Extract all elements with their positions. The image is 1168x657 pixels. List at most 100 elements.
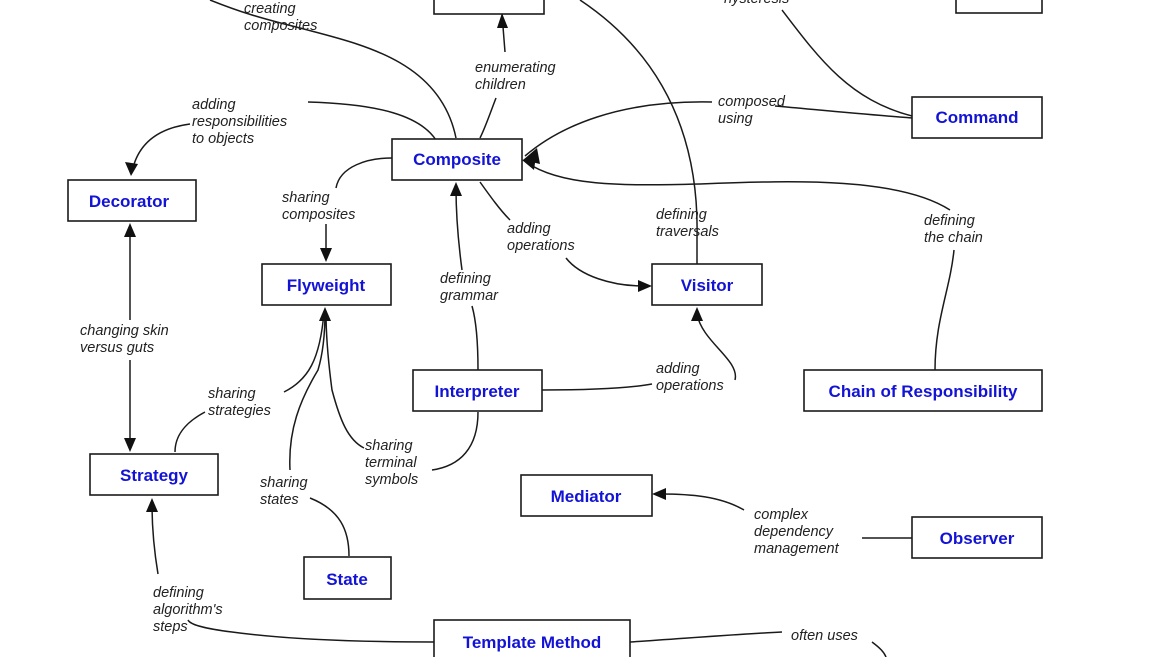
label-line: creating bbox=[244, 1, 296, 17]
label-line: defining bbox=[924, 213, 975, 229]
label-line: operations bbox=[507, 238, 575, 254]
label-line: adding bbox=[507, 221, 551, 237]
label-line: often uses bbox=[791, 628, 858, 644]
pattern-boxes: Command Composite Decorator Flyweight Vi… bbox=[67, 0, 1043, 657]
pattern-box-chain-of-responsibility[interactable]: Chain of Responsibility bbox=[803, 369, 1043, 412]
edge-enumerating-children bbox=[479, 13, 506, 139]
label-often-uses: often uses bbox=[791, 628, 858, 644]
label-sharing-states: sharing states bbox=[260, 475, 312, 508]
label-line: management bbox=[754, 541, 840, 557]
label-line: to objects bbox=[192, 131, 254, 147]
label-changing-skin: changing skin versus guts bbox=[80, 323, 173, 356]
edge-hysteresis bbox=[781, 9, 913, 117]
pattern-box-observer[interactable]: Observer bbox=[911, 516, 1043, 559]
arrowhead-strategy-bottom bbox=[146, 498, 158, 512]
pattern-box-template-method[interactable]: Template Method bbox=[433, 619, 631, 657]
label-line: grammar bbox=[440, 288, 499, 304]
edge-top-to-visitor bbox=[579, 0, 698, 264]
label-line: algorithm's bbox=[153, 602, 223, 618]
pattern-label-mediator: Mediator bbox=[551, 487, 622, 506]
arrowhead-enumerating-children bbox=[497, 13, 508, 28]
pattern-box-interpreter[interactable]: Interpreter bbox=[412, 369, 543, 412]
label-line: changing skin bbox=[80, 323, 169, 339]
pattern-box-strategy[interactable]: Strategy bbox=[89, 453, 219, 496]
pattern-box-flyweight[interactable]: Flyweight bbox=[261, 263, 392, 306]
label-enumerating-children: enumerating children bbox=[475, 60, 560, 93]
pattern-label-flyweight: Flyweight bbox=[287, 276, 366, 295]
label-defining-the-chain: defining the chain bbox=[924, 213, 983, 246]
edge-often-uses bbox=[629, 631, 887, 657]
label-line: sharing bbox=[282, 190, 330, 206]
label-line: children bbox=[475, 77, 526, 93]
arrowhead-complex-dependency bbox=[652, 488, 666, 500]
pattern-label-observer: Observer bbox=[940, 529, 1015, 548]
top-right-partial-box[interactable] bbox=[955, 0, 1043, 14]
label-composed-using: composed using bbox=[718, 94, 789, 127]
pattern-label-interpreter: Interpreter bbox=[434, 382, 519, 401]
label-line: composites bbox=[244, 18, 317, 34]
arrowhead-defining-grammar bbox=[450, 182, 462, 196]
label-line: hysteresis bbox=[724, 0, 789, 7]
edge-sharing-terminal-symbols bbox=[325, 311, 479, 471]
edge-composed-using bbox=[524, 101, 913, 157]
edge-adding-operations-composite bbox=[479, 181, 645, 287]
label-line: sharing bbox=[365, 438, 413, 454]
pattern-box-composite[interactable]: Composite bbox=[391, 138, 523, 181]
pattern-label-composite: Composite bbox=[413, 150, 501, 169]
label-adding-operations-interpreter: adding operations bbox=[656, 361, 724, 394]
edge-adding-operations-interpreter bbox=[541, 313, 737, 391]
label-line: sharing bbox=[208, 386, 256, 402]
pattern-box-decorator[interactable]: Decorator bbox=[67, 179, 197, 222]
label-defining-grammar: defining grammar bbox=[440, 271, 499, 304]
label-line: complex bbox=[754, 507, 809, 523]
arrowhead-sharing-composites bbox=[320, 248, 332, 262]
pattern-box-visitor[interactable]: Visitor bbox=[651, 263, 763, 306]
arrowhead-adding-responsibilities bbox=[125, 162, 138, 176]
label-line: steps bbox=[153, 619, 188, 635]
label-line: responsibilities bbox=[192, 114, 287, 130]
edge-sharing-states bbox=[289, 311, 350, 557]
relation-labels: creating composites enumerating children… bbox=[80, 0, 983, 644]
arrowhead-strategy-top bbox=[124, 438, 136, 452]
arrowhead-adding-operations-interpreter bbox=[691, 307, 703, 321]
label-defining-algorithm-steps: defining algorithm's steps bbox=[153, 585, 227, 635]
pattern-label-command: Command bbox=[935, 108, 1018, 127]
label-line: terminal bbox=[365, 455, 417, 471]
arrowhead-flyweight-bottom bbox=[319, 307, 331, 321]
edges bbox=[129, 0, 955, 657]
edge-adding-responsibilities bbox=[131, 101, 437, 173]
pattern-label-state: State bbox=[326, 570, 368, 589]
label-line: defining bbox=[656, 207, 707, 223]
arrowhead-decorator-bottom bbox=[124, 223, 136, 237]
label-line: sharing bbox=[260, 475, 308, 491]
label-line: composed bbox=[718, 94, 786, 110]
label-adding-responsibilities: adding responsibilities to objects bbox=[192, 97, 291, 147]
label-complex-dependency: complex dependency management bbox=[754, 507, 840, 557]
label-line: states bbox=[260, 492, 299, 508]
arrowhead-defining-the-chain bbox=[522, 156, 536, 170]
label-line: composites bbox=[282, 207, 355, 223]
pattern-label-decorator: Decorator bbox=[89, 192, 170, 211]
label-line: strategies bbox=[208, 403, 271, 419]
pattern-label-strategy: Strategy bbox=[120, 466, 189, 485]
pattern-box-command[interactable]: Command bbox=[911, 96, 1043, 139]
label-line: using bbox=[718, 111, 753, 127]
label-line: traversals bbox=[656, 224, 719, 240]
pattern-label-template-method: Template Method bbox=[463, 633, 602, 652]
pattern-box-state[interactable]: State bbox=[303, 556, 392, 600]
label-adding-operations-composite: adding operations bbox=[507, 221, 575, 254]
label-line: the chain bbox=[924, 230, 983, 246]
edge-sharing-strategies bbox=[174, 311, 325, 453]
top-partial-box[interactable] bbox=[433, 0, 545, 15]
edge-creating-composites bbox=[209, 0, 457, 139]
label-line: adding bbox=[656, 361, 700, 377]
arrowhead-adding-operations-composite bbox=[638, 280, 652, 292]
label-line: defining bbox=[440, 271, 491, 287]
label-hysteresis: hysteresis bbox=[724, 0, 789, 7]
pattern-label-visitor: Visitor bbox=[681, 276, 734, 295]
pattern-box-mediator[interactable]: Mediator bbox=[520, 474, 653, 517]
pattern-label-chain-of-responsibility: Chain of Responsibility bbox=[829, 382, 1018, 401]
label-line: adding bbox=[192, 97, 236, 113]
label-sharing-terminal-symbols: sharing terminal symbols bbox=[365, 438, 421, 488]
